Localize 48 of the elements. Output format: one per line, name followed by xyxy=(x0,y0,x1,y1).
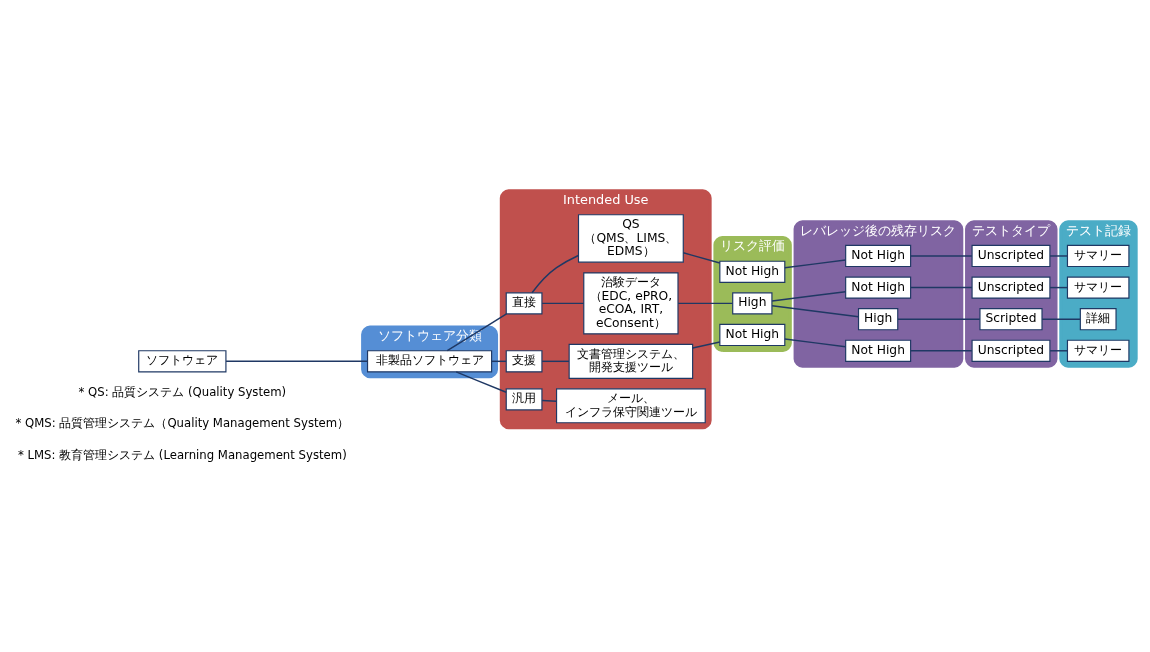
node-box: 汎用 xyxy=(505,387,543,410)
node-box: メール、インフラ保守関連ツール xyxy=(556,387,706,423)
connector xyxy=(771,304,860,317)
node-box: 詳細 xyxy=(1079,307,1117,330)
connector xyxy=(784,337,847,347)
label: * QS: 品質システム (Quality System) xyxy=(78,384,287,399)
connector xyxy=(541,302,585,304)
connector xyxy=(910,349,973,352)
connector xyxy=(455,370,507,393)
node-box: 治験データ （EDC, ePRO, eCOA, IRT, eConsent） xyxy=(583,271,679,334)
node-box: 支援 xyxy=(505,349,543,372)
node-box: サマリー xyxy=(1066,244,1130,267)
node-box: Scripted xyxy=(979,307,1043,330)
node-box: サマリー xyxy=(1066,275,1130,299)
connector xyxy=(910,286,973,288)
node-box: 非製品ソフトウェア xyxy=(366,349,493,372)
connector xyxy=(784,258,847,268)
node-box: Not High xyxy=(719,323,786,346)
node-box: サマリー xyxy=(1066,339,1130,362)
node-box: 直接 xyxy=(505,291,543,314)
connector xyxy=(531,254,580,294)
connector xyxy=(541,360,570,362)
node-box: Not High xyxy=(845,275,912,299)
connector xyxy=(771,290,847,302)
connector xyxy=(897,317,981,320)
node-box: QS （QMS、LIMS、EDMS） xyxy=(577,213,684,263)
node-box: Unscripted xyxy=(971,244,1051,267)
node-box: Not High xyxy=(845,339,912,362)
connector xyxy=(541,399,558,402)
label: * QMS: 品質管理システム（Quality Management System） xyxy=(15,415,350,430)
connector xyxy=(677,302,734,304)
connector xyxy=(1041,317,1081,320)
node-box: 文書管理システム、開発支援ツール xyxy=(568,343,694,379)
node-box: Unscripted xyxy=(971,339,1051,362)
label: * LMS: 教育管理システム (Learning Management System) xyxy=(17,447,347,462)
connector xyxy=(446,312,508,351)
node-box: ソフトウェア xyxy=(138,349,227,372)
connector xyxy=(1049,254,1069,257)
connector xyxy=(910,254,973,257)
connector xyxy=(682,251,721,264)
node-box: Unscripted xyxy=(971,275,1051,299)
connector xyxy=(1049,349,1069,352)
connector xyxy=(691,340,721,349)
node-box: High xyxy=(732,291,773,314)
connector xyxy=(225,360,369,362)
node-box: Not High xyxy=(719,260,786,283)
node-box: Not High xyxy=(845,244,912,267)
node-box: High xyxy=(857,307,899,330)
